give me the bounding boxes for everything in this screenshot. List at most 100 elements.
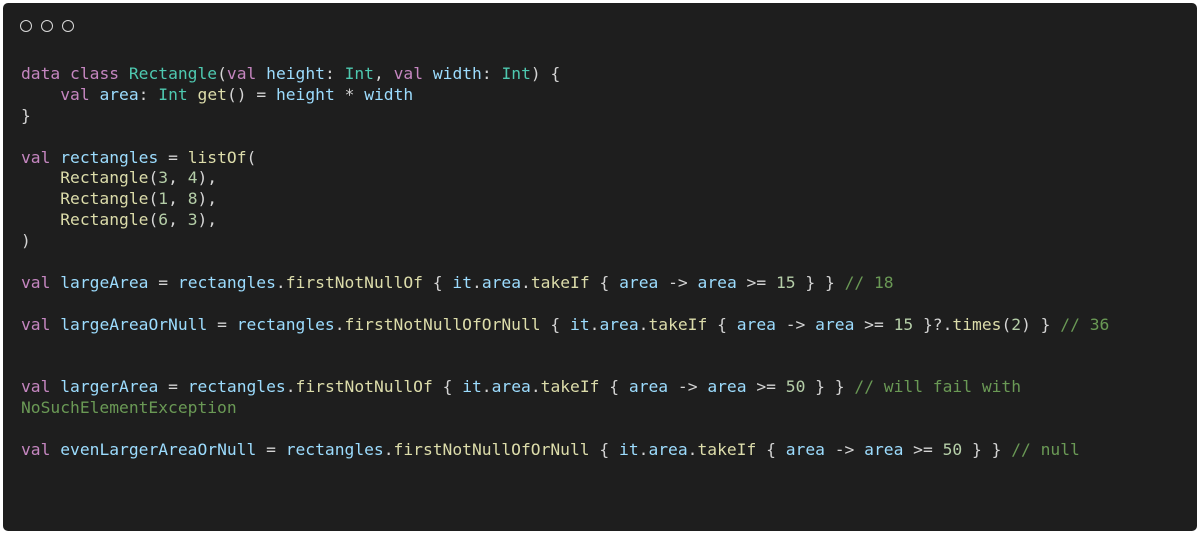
code-token: ), bbox=[197, 168, 218, 188]
code-token: // 18 bbox=[844, 272, 894, 292]
code-line: ) bbox=[21, 231, 1109, 252]
code-token: val bbox=[60, 84, 90, 104]
code-window: data class Rectangle(val height: Int, va… bbox=[3, 3, 1197, 531]
code-token: . bbox=[638, 314, 649, 334]
code-line: val area: Int get() = height * width bbox=[21, 85, 1109, 106]
close-dot-icon[interactable] bbox=[20, 20, 32, 32]
code-token: NoSuchElementException bbox=[21, 398, 237, 418]
code-token: 15 bbox=[893, 314, 914, 334]
code-line: Rectangle(3, 4), bbox=[21, 168, 1109, 189]
code-token: . bbox=[383, 440, 394, 460]
code-token: listOf bbox=[187, 147, 247, 167]
code-token: 3 bbox=[158, 168, 169, 188]
code-token: 50 bbox=[785, 377, 806, 397]
code-token: area bbox=[99, 84, 139, 104]
code-token: val bbox=[21, 377, 51, 397]
code-token: -> bbox=[658, 272, 698, 292]
code-token: ) { bbox=[530, 64, 561, 83]
minimize-dot-icon[interactable] bbox=[41, 20, 53, 32]
code-token: = bbox=[256, 440, 286, 460]
code-token: = bbox=[158, 377, 188, 397]
code-token bbox=[21, 168, 60, 187]
code-token: ) bbox=[21, 231, 31, 251]
code-token: area bbox=[619, 272, 659, 292]
code-token: . bbox=[285, 377, 296, 397]
code-token bbox=[256, 64, 266, 83]
code-token: ), bbox=[197, 189, 218, 209]
code-token: { bbox=[432, 377, 463, 397]
code-token: get bbox=[197, 84, 227, 104]
code-token: >= bbox=[736, 272, 776, 292]
code-token: largeArea bbox=[60, 272, 149, 292]
code-token: ) } bbox=[1021, 314, 1061, 334]
code-token: // null bbox=[1011, 440, 1080, 460]
code-token: height bbox=[266, 64, 325, 83]
code-token: rectangles bbox=[236, 314, 335, 334]
code-token: } } bbox=[795, 272, 845, 292]
code-token: : bbox=[481, 64, 502, 83]
code-line: Rectangle(6, 3), bbox=[21, 210, 1109, 231]
code-token: Int bbox=[344, 64, 374, 83]
code-token: 4 bbox=[187, 168, 198, 188]
window-controls bbox=[20, 20, 74, 32]
code-token: takeIf bbox=[540, 377, 600, 397]
code-token: , bbox=[168, 210, 188, 230]
code-token: { bbox=[589, 440, 620, 460]
code-token: } bbox=[21, 105, 31, 125]
code-token bbox=[90, 85, 100, 104]
code-token: height bbox=[275, 84, 335, 104]
code-token: data bbox=[21, 64, 61, 83]
code-line bbox=[21, 127, 1109, 148]
code-token: Rectangle bbox=[60, 189, 149, 209]
code-token: width bbox=[364, 84, 414, 104]
code-token: // 36 bbox=[1060, 314, 1110, 334]
code-token: Rectangle bbox=[60, 210, 149, 230]
code-token bbox=[21, 210, 60, 229]
code-line bbox=[21, 294, 1109, 315]
code-token: 3 bbox=[187, 210, 198, 230]
code-line: Rectangle(1, 8), bbox=[21, 189, 1109, 210]
code-token: { bbox=[756, 440, 786, 460]
code-token: } } bbox=[805, 377, 855, 397]
code-token: -> bbox=[824, 440, 865, 460]
code-token: largeAreaOrNull bbox=[60, 314, 208, 334]
code-line bbox=[21, 356, 1109, 377]
code-token: it bbox=[462, 377, 482, 397]
code-line: NoSuchElementException bbox=[21, 398, 1109, 419]
code-token: . bbox=[687, 440, 698, 460]
code-token bbox=[50, 315, 60, 334]
code-token: area bbox=[815, 314, 855, 334]
code-line: val largeArea = rectangles.firstNotNullO… bbox=[21, 273, 1109, 294]
code-line: data class Rectangle(val height: Int, va… bbox=[21, 64, 1109, 85]
code-token: 15 bbox=[775, 272, 796, 292]
code-token: firstNotNullOf bbox=[295, 377, 433, 397]
code-token: ( bbox=[148, 189, 159, 209]
code-line: val rectangles = listOf( bbox=[21, 148, 1109, 169]
code-token: }?. bbox=[913, 314, 953, 334]
code-token: rectangles bbox=[60, 147, 159, 167]
code-token: firstNotNullOfOrNull bbox=[344, 314, 541, 334]
code-token: () = bbox=[226, 84, 276, 104]
code-token: takeIf bbox=[648, 314, 708, 334]
code-token: 8 bbox=[187, 189, 198, 209]
code-line bbox=[21, 336, 1109, 357]
code-token: 2 bbox=[1011, 314, 1022, 334]
code-token: 1 bbox=[158, 189, 169, 209]
code-token: rectangles bbox=[285, 440, 384, 460]
maximize-dot-icon[interactable] bbox=[62, 20, 74, 32]
code-token: area bbox=[648, 440, 688, 460]
code-token bbox=[50, 273, 60, 292]
code-token: rectangles bbox=[187, 377, 286, 397]
code-token: firstNotNullOfOrNull bbox=[393, 440, 590, 460]
code-token: . bbox=[521, 272, 531, 292]
code-token: -> bbox=[775, 314, 816, 334]
code-token: area bbox=[697, 272, 737, 292]
code-token: takeIf bbox=[530, 272, 590, 292]
code-token: val bbox=[226, 64, 257, 83]
code-token: , bbox=[168, 189, 188, 209]
code-token: -> bbox=[668, 377, 708, 397]
code-token bbox=[60, 64, 70, 83]
code-token bbox=[50, 440, 60, 459]
code-token: : bbox=[138, 84, 159, 104]
code-token: it bbox=[570, 314, 590, 334]
